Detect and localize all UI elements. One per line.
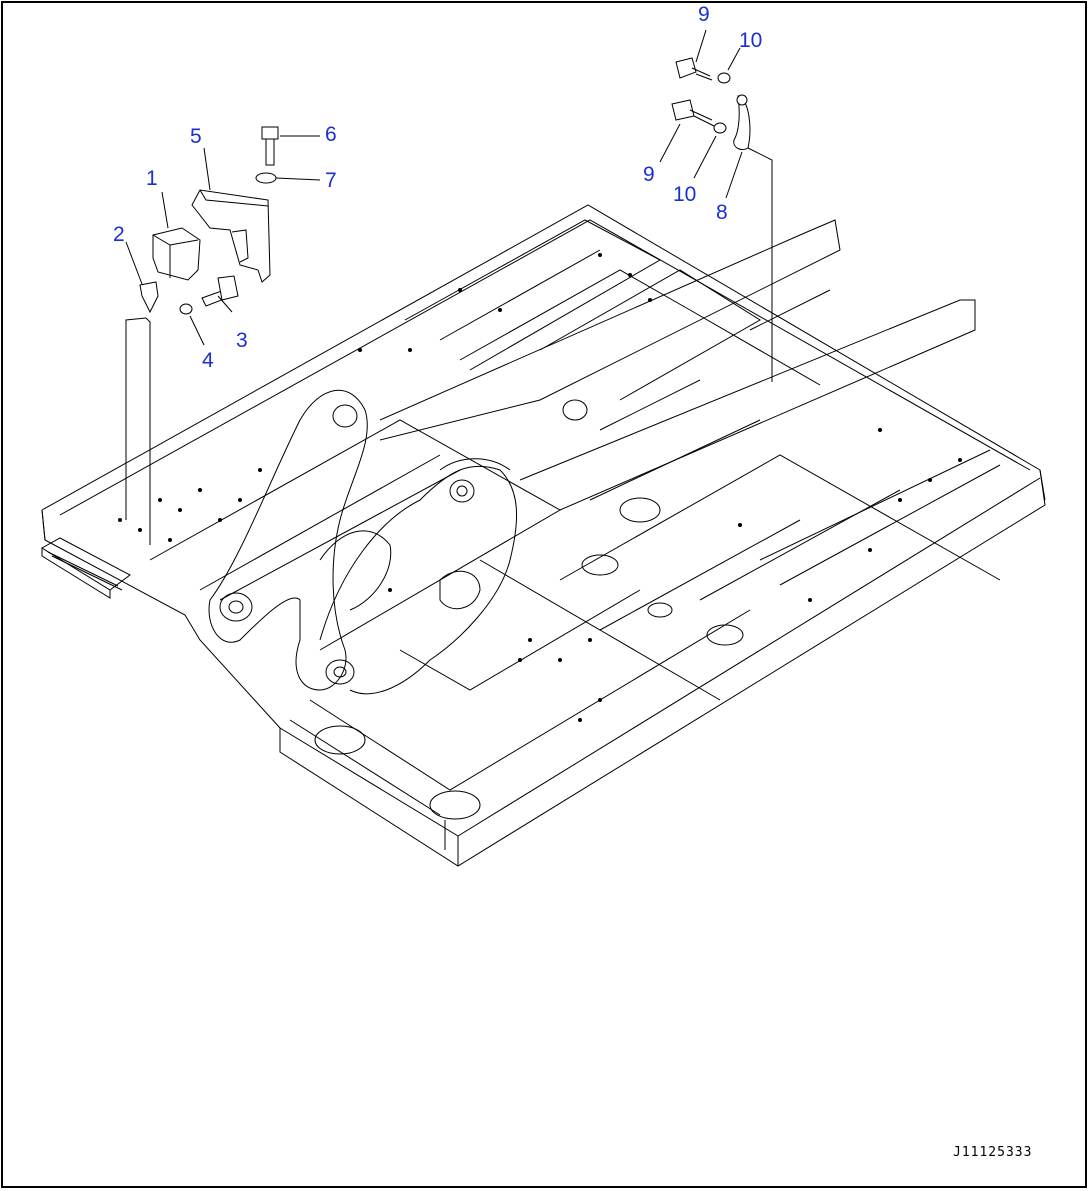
callout-7: 7 bbox=[325, 169, 337, 192]
lamp-assembly bbox=[140, 127, 278, 314]
drawing-code: J11125333 bbox=[953, 1145, 1033, 1160]
boom-foot-bracket bbox=[209, 390, 517, 693]
frame-arms bbox=[380, 220, 975, 510]
leader-lines bbox=[126, 30, 742, 345]
step bbox=[42, 538, 130, 598]
frame-holes bbox=[118, 253, 962, 722]
revolving-frame bbox=[42, 205, 1045, 866]
callout-2: 2 bbox=[113, 223, 125, 246]
callout-10-top: 10 bbox=[739, 29, 763, 52]
callout-3: 3 bbox=[236, 329, 248, 352]
callout-4: 4 bbox=[202, 349, 214, 372]
callout-5: 5 bbox=[190, 125, 202, 148]
callout-9-bottom: 9 bbox=[643, 163, 655, 186]
callout-6: 6 bbox=[325, 123, 337, 146]
antenna-bracket-assembly bbox=[672, 58, 750, 150]
callout-10-bottom: 10 bbox=[673, 183, 697, 206]
callout-9-top: 9 bbox=[698, 3, 710, 26]
callout-8: 8 bbox=[716, 201, 728, 224]
callout-1: 1 bbox=[146, 167, 158, 190]
installation-lines bbox=[126, 148, 772, 545]
rear-openings bbox=[315, 400, 743, 819]
